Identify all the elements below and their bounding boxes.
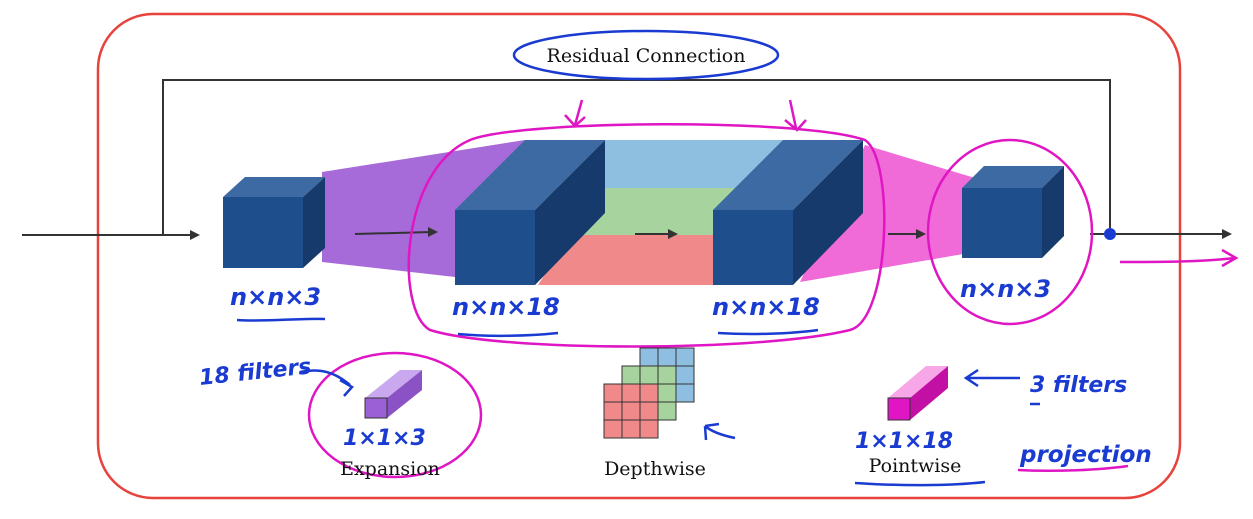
- pointwise-filter-dim-label: 1×1×18: [855, 429, 953, 454]
- add-node: [1104, 228, 1116, 240]
- output-block: [962, 166, 1064, 258]
- output-handdrawn-arrow-icon: [1119, 248, 1239, 268]
- expansion-label: Expansion: [340, 458, 440, 480]
- annotation-arrow-right-icon: [784, 99, 807, 132]
- internal-arrow-1: [354, 227, 438, 237]
- input-block: [223, 177, 325, 268]
- depthwise-block: [713, 140, 863, 285]
- projection-note: projection: [1019, 442, 1152, 468]
- expanded-block: [455, 140, 605, 285]
- expansion-note: 18 filters: [198, 354, 313, 391]
- output-arrow-head: [1222, 229, 1232, 239]
- pointwise-filter-icon: [887, 366, 948, 421]
- output-block-circle: [926, 138, 1094, 326]
- pointwise-projection-shape: [800, 145, 975, 282]
- input-dim-underline: [236, 317, 326, 322]
- expanded-dim-label: n×n×18: [452, 293, 560, 321]
- residual-connection-label: Residual Connection: [547, 45, 746, 67]
- input-arrow-head: [190, 230, 200, 240]
- residual-label-circle: [512, 29, 780, 81]
- internal-arrow-3: [888, 229, 926, 239]
- depthwise-filter-red: [603, 383, 659, 439]
- internal-arrow-2: [635, 229, 678, 239]
- pointwise-note-arrow-icon: [963, 368, 1020, 388]
- projection-note-underline: [1017, 464, 1129, 473]
- expansion-filter-dim-label: 1×1×3: [343, 426, 426, 451]
- depthwise-note-arrow-icon: [703, 422, 736, 441]
- middle-blocks-circle: [407, 123, 886, 348]
- depthwise-band-blue: [605, 140, 785, 188]
- depthwise-dim-label: n×n×18: [712, 293, 820, 321]
- expansion-filter-icon: [364, 370, 422, 419]
- pointwise-label-underline: [854, 480, 986, 487]
- pointwise-label: Pointwise: [869, 455, 962, 477]
- input-dim-label: n×n×3: [230, 283, 321, 311]
- outer-frame: [96, 12, 1182, 500]
- output-dim-label: n×n×3: [960, 275, 1051, 303]
- expanded-dim-underline: [457, 331, 559, 338]
- pointwise-note: 3 filters: [1030, 373, 1127, 398]
- depthwise-label: Depthwise: [604, 458, 706, 480]
- expansion-filter-circle: [307, 351, 483, 479]
- annotation-arrow-left-icon: [564, 99, 586, 128]
- depthwise-filter-icon: [603, 347, 695, 439]
- depthwise-dim-underline: [717, 328, 819, 336]
- expansion-note-arrow-icon: [299, 369, 354, 397]
